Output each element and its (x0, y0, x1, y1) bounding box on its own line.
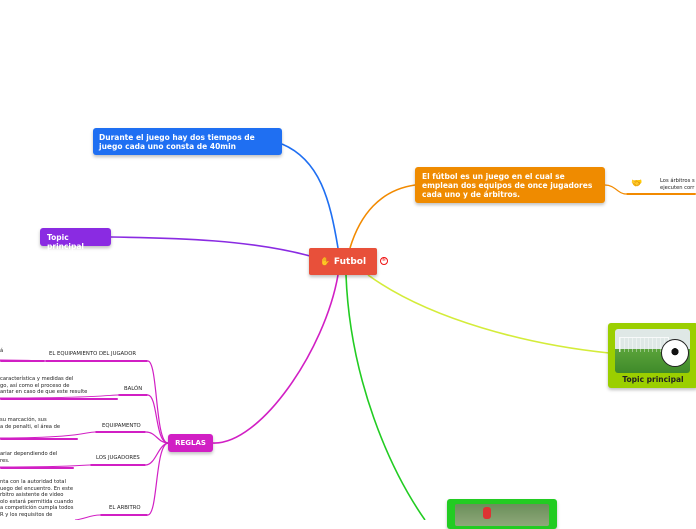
subtopic-jugadores[interactable]: LOS JUGADORES (96, 455, 140, 461)
topic-reglas[interactable]: REGLAS (168, 434, 213, 452)
note-line: R y los requisitos de (0, 511, 53, 518)
subtopic-underline (95, 431, 146, 433)
note-line: antar en caso de que este resulte (0, 389, 88, 396)
soccer-ball-icon (661, 339, 689, 367)
subtopic-equipamento[interactable]: EQUIPAMENTO (102, 423, 141, 429)
topic-principal-right-label: Topic principal (622, 375, 684, 384)
note-line: á (0, 348, 4, 354)
player-icon (483, 507, 491, 519)
note-jugadores: ariar dependiendo del res. (0, 451, 57, 464)
topic-principal-left-label: Topic principal (47, 233, 84, 251)
note-line: su marcación, sus (0, 417, 47, 423)
subtopic-underline (100, 514, 148, 516)
note-line: res. (0, 457, 10, 464)
topic-definicion[interactable]: El fútbol es un juego en el cual se empl… (415, 167, 605, 203)
topic-principal-right[interactable]: Topic principal (608, 323, 696, 388)
prohibited-icon: ⑥ (380, 257, 388, 265)
note-equipamento: su marcación, sus a de penalti, el área … (0, 417, 60, 430)
subtopic-underline (90, 464, 146, 466)
subtopic-underline (45, 360, 148, 362)
note-line: ariar dependiendo del (0, 451, 58, 457)
green-image-node[interactable] (447, 499, 557, 529)
topic-reglas-label: REGLAS (175, 439, 206, 447)
note-line: uego del encuentro. En este (0, 485, 74, 492)
note-line: a de penalti, el área de (0, 423, 61, 430)
root-label: Futbol (333, 256, 367, 267)
subtopic-underline (118, 394, 148, 396)
arbitros-underline (626, 193, 696, 195)
subtopic-balon[interactable]: BALÓN (124, 386, 143, 392)
subtopic-arbitro[interactable]: EL ARBITRO (109, 505, 141, 511)
topic-principal-left[interactable]: Topic principal (40, 228, 111, 251)
soccer-ball-image (615, 329, 690, 373)
note-balon: característica y medidas del go, así com… (0, 376, 87, 396)
note-line: característica y medidas del (0, 376, 74, 382)
topic-tiempos[interactable]: Durante el juego hay dos tiempos de jueg… (93, 128, 282, 155)
topic-definicion-label: El fútbol es un juego en el cual se empl… (422, 172, 593, 199)
note-underline (0, 398, 118, 400)
note-arbitro: nta con la autoridad total uego del encu… (0, 479, 73, 519)
note-line: nta con la autoridad total (0, 479, 66, 485)
note-line: rbitro asistente de video (0, 492, 64, 499)
arbitros-note-line1: Los árbitros s (660, 178, 695, 184)
note-underline (0, 360, 45, 362)
arbitros-note-line2: ejecuten corr (660, 184, 695, 191)
arbitros-note: Los árbitros s ejecuten corr (660, 178, 695, 191)
note-underline (0, 438, 78, 440)
hand-icon: ✋ (319, 257, 330, 266)
note-line: go, así como el proceso de (0, 382, 70, 389)
note-line: a competición cumpla todos (0, 505, 74, 512)
soccer-player-image (455, 504, 549, 526)
topic-tiempos-label: Durante el juego hay dos tiempos de jueg… (99, 133, 255, 151)
note-equipamiento: á (0, 348, 3, 355)
root-node[interactable]: ✋ Futbol (309, 248, 377, 275)
subtopic-equipamiento-jugador[interactable]: EL EQUIPAMIENTO DEL JUGADOR (49, 351, 137, 357)
note-underline (0, 467, 74, 469)
handshake-icon: 🤝 (631, 179, 643, 189)
note-line: olo estará permitida cuando (0, 498, 74, 505)
